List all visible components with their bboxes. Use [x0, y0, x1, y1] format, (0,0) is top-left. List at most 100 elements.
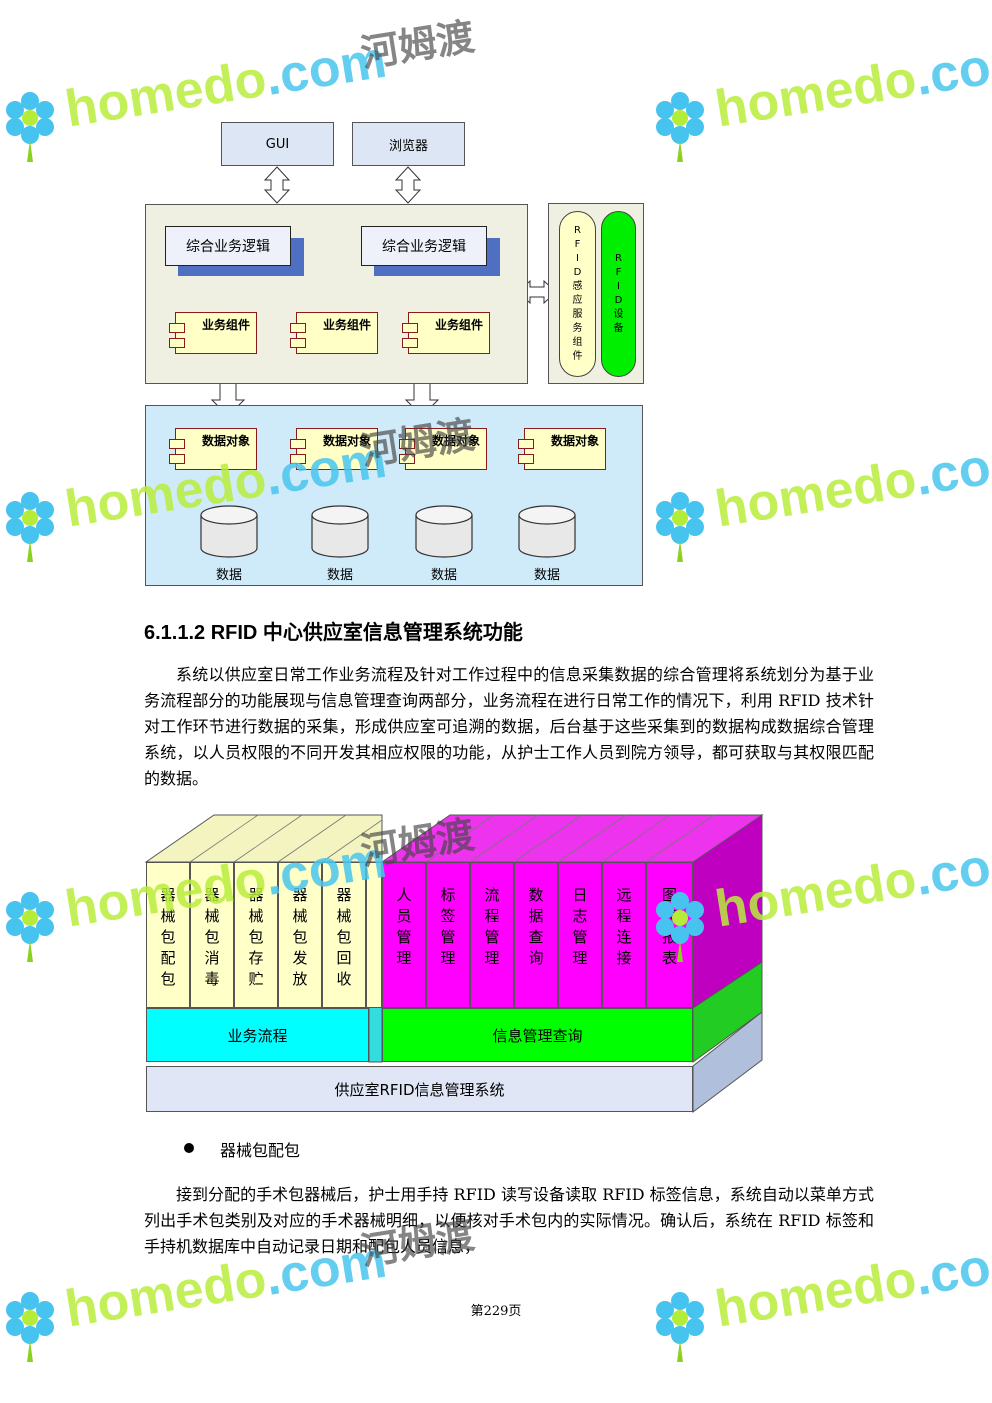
vertical-char: 收: [336, 970, 352, 988]
vertical-char: 签: [440, 907, 456, 925]
data-object: 数据对象: [399, 428, 487, 470]
vertical-char: 械: [204, 907, 220, 925]
vertical-char: 数: [528, 886, 544, 904]
vertical-char: 械: [248, 907, 264, 925]
vertical-char: 器: [204, 886, 220, 904]
vertical-char: 理: [572, 949, 588, 967]
magenta-column: 人员管理: [382, 862, 426, 1008]
vertical-char: 志: [572, 907, 588, 925]
gui-box: GUI: [221, 122, 334, 166]
info-query-band: 信息管理查询: [382, 1008, 693, 1062]
vertical-char: 消: [204, 949, 220, 967]
vertical-char: 件: [572, 351, 583, 362]
database-icon: [311, 505, 369, 558]
vertical-char: 存: [248, 949, 264, 967]
vertical-char: R: [615, 253, 622, 264]
vertical-char: 器: [336, 886, 352, 904]
vertical-char: 包: [248, 928, 264, 946]
vertical-char: 员: [396, 907, 412, 925]
yellow-column: 器械包配包: [146, 862, 190, 1008]
vertical-char: 器: [160, 886, 176, 904]
vertical-char: 械: [160, 907, 176, 925]
yellow-column: 器械包消毒: [190, 862, 234, 1008]
vertical-char: 远: [616, 886, 632, 904]
paragraph: 系统以供应室日常工作业务流程及针对工作过程中的信息采集数据的综合管理将系统划分为…: [144, 665, 874, 788]
vertical-char: 接: [616, 949, 632, 967]
magenta-column: 标签管理: [426, 862, 470, 1008]
vertical-char: 理: [484, 949, 500, 967]
vertical-char: 日: [572, 886, 588, 904]
data-label: 数据: [215, 568, 242, 583]
vertical-char: 查: [528, 928, 544, 946]
vertical-char: R: [574, 225, 581, 236]
business-component: 业务组件: [402, 312, 490, 354]
double-arrow-icon: [394, 166, 422, 204]
vertical-char: 程: [484, 907, 500, 925]
vertical-char: 器: [248, 886, 264, 904]
vertical-char: 回: [336, 949, 352, 967]
vertical-char: 询: [528, 949, 544, 967]
vertical-char: 包: [160, 928, 176, 946]
vertical-char: 包: [160, 970, 176, 988]
database-icon: [518, 505, 576, 558]
vertical-char: 配: [160, 949, 176, 967]
vertical-char: 管: [484, 928, 500, 946]
data-object: 数据对象: [290, 428, 378, 470]
business-process-band: 业务流程: [146, 1008, 369, 1062]
vertical-char: 流: [484, 886, 500, 904]
vertical-char: 报: [661, 928, 677, 946]
vertical-char: 服: [572, 309, 583, 320]
vertical-char: 图: [661, 886, 677, 904]
vertical-char: 放: [292, 970, 308, 988]
vertical-char: 表: [661, 949, 677, 967]
vertical-char: 械: [292, 907, 308, 925]
magenta-column: 日志管理: [558, 862, 602, 1008]
yellow-column: 器械包存贮: [234, 862, 278, 1008]
yellow-column: 器械包发放: [278, 862, 322, 1008]
business-logic-box: 综合业务逻辑: [361, 226, 487, 266]
yellow-column-spacer: [366, 862, 382, 1008]
data-label: 数据: [533, 568, 560, 583]
database-layer: [200, 505, 576, 558]
vertical-char: 包: [204, 928, 220, 946]
magenta-column: 流程管理: [470, 862, 514, 1008]
vertical-char: F: [574, 239, 581, 250]
vertical-char: 设: [613, 309, 624, 320]
magenta-column: 远程连接: [602, 862, 646, 1008]
vertical-char: 务: [572, 323, 583, 334]
vertical-char: 标: [440, 886, 456, 904]
vertical-char: D: [614, 295, 623, 306]
vertical-char: 组: [572, 337, 583, 348]
stack-3d-layer: [144, 814, 764, 1114]
vertical-char: 应: [572, 295, 583, 306]
vertical-char: 理: [440, 949, 456, 967]
database-icon: [415, 505, 473, 558]
vertical-char: 管: [440, 928, 456, 946]
system-base-band: 供应室RFID信息管理系统: [146, 1066, 693, 1112]
vertical-char: 理: [396, 949, 412, 967]
vertical-char: 感: [572, 281, 583, 292]
yellow-column: 器械包回收: [322, 862, 366, 1008]
magenta-column: 图表报表: [646, 862, 693, 1008]
vertical-char: 人: [396, 886, 412, 904]
vertical-char: 据: [528, 907, 544, 925]
vertical-char: 发: [292, 949, 308, 967]
business-logic-box: 综合业务逻辑: [165, 226, 291, 266]
bullet-text: 器械包配包: [220, 1141, 301, 1160]
database-icon: [200, 505, 258, 558]
vertical-char: 连: [616, 928, 632, 946]
vertical-char: 管: [396, 928, 412, 946]
vertical-char: 包: [292, 928, 308, 946]
vertical-char: F: [615, 267, 622, 278]
double-arrow-icon: [263, 166, 291, 204]
data-label: 数据: [326, 568, 353, 583]
vertical-char: I: [617, 281, 620, 292]
section-heading: 6.1.1.2 RFID 中心供应室信息管理系统功能: [144, 622, 523, 644]
bullet-dot: [184, 1143, 194, 1153]
data-object: 数据对象: [518, 428, 606, 470]
vertical-char: D: [573, 267, 582, 278]
vertical-char: 程: [616, 907, 632, 925]
vertical-char: 包: [336, 928, 352, 946]
vertical-char: 备: [613, 323, 624, 334]
